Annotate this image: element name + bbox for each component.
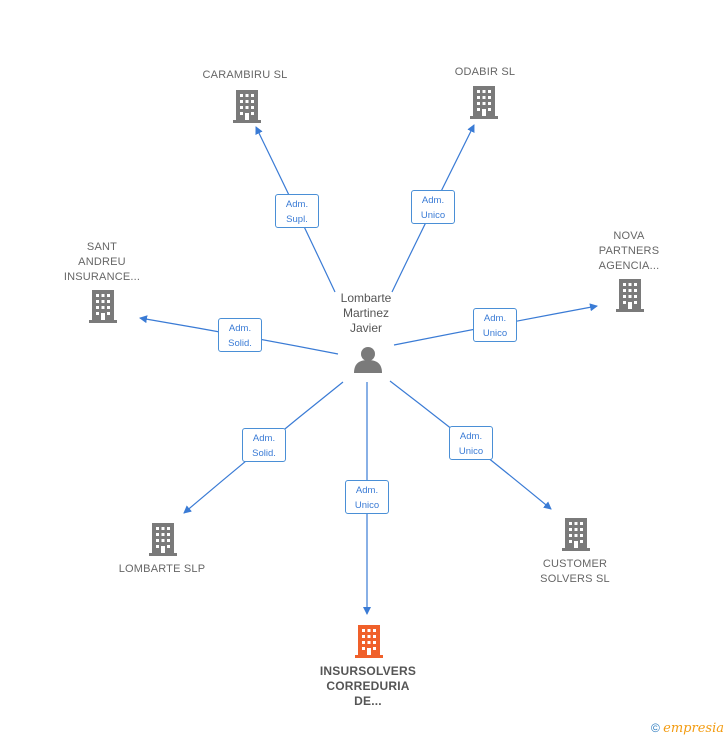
building-icon[interactable] xyxy=(562,518,590,551)
company-label-odabir[interactable]: ODABIR SL xyxy=(410,65,560,80)
brand-logo: empresia xyxy=(663,721,724,736)
relation-badge-sant-andreu[interactable]: Adm. Solid. xyxy=(218,318,262,352)
company-label-line: CARAMBIRU SL xyxy=(202,69,288,81)
company-label-nova[interactable]: NOVA PARTNERS AGENCIA... xyxy=(575,229,683,274)
relation-badge-line: Adm. xyxy=(421,195,445,206)
relation-badge-line: Adm. xyxy=(228,323,252,334)
relation-badge-line: Adm. xyxy=(459,431,483,442)
relation-badge-line: Adm. xyxy=(285,199,309,210)
company-label-line: PARTNERS xyxy=(598,245,660,257)
person-name-line: Javier xyxy=(349,321,382,335)
company-label-lombarte-slp[interactable]: LOMBARTE SLP xyxy=(102,562,222,577)
relation-badge-line: Unico xyxy=(420,210,446,221)
building-icon[interactable] xyxy=(233,90,261,123)
relation-badge-line: Unico xyxy=(458,446,484,457)
footer-brand: © empresia xyxy=(651,721,724,736)
company-label-customer[interactable]: CUSTOMER SOLVERS SL xyxy=(513,557,637,587)
building-icon[interactable] xyxy=(616,279,644,312)
company-label-line: SANT xyxy=(86,241,118,253)
company-label-sant-andreu[interactable]: SANT ANDREU INSURANCE... xyxy=(52,240,152,285)
copyright-icon: © xyxy=(650,721,660,735)
relation-badge-nova[interactable]: Adm. Unico xyxy=(473,308,517,342)
relation-badge-lombarte-slp[interactable]: Adm. Solid. xyxy=(242,428,286,462)
company-label-line: SOLVERS SL xyxy=(540,573,610,585)
building-icon[interactable] xyxy=(89,290,117,323)
person-icon xyxy=(354,347,382,373)
relation-badge-line: Supl. xyxy=(286,214,308,225)
building-icon[interactable] xyxy=(149,523,177,556)
relation-badge-customer[interactable]: Adm. Unico xyxy=(449,426,493,460)
person-name[interactable]: Lombarte Martinez Javier xyxy=(318,291,414,336)
company-label-line: ANDREU xyxy=(78,256,126,268)
company-label-line: AGENCIA... xyxy=(598,260,660,272)
relation-badge-carambiru[interactable]: Adm. Supl. xyxy=(275,194,319,228)
company-label-line: ODABIR SL xyxy=(454,66,516,78)
company-label-line: CORREDURIA xyxy=(326,679,410,693)
company-label-line: INSURSOLVERS xyxy=(319,664,417,678)
relation-badge-line: Adm. xyxy=(252,433,276,444)
company-label-line: CUSTOMER xyxy=(542,558,608,570)
company-label-carambiru[interactable]: CARAMBIRU SL xyxy=(170,68,320,83)
relation-badge-insursolvers[interactable]: Adm. Unico xyxy=(345,480,389,514)
relation-badge-line: Adm. xyxy=(355,485,379,496)
company-label-line: NOVA xyxy=(613,230,645,242)
person-name-line: Lombarte xyxy=(340,291,392,305)
company-label-line: DE... xyxy=(354,694,382,708)
company-label-line: INSURANCE... xyxy=(63,271,141,283)
relation-badge-line: Solid. xyxy=(252,448,276,459)
relation-badge-line: Adm. xyxy=(483,313,507,324)
company-label-line: LOMBARTE SLP xyxy=(118,563,206,575)
building-icon[interactable] xyxy=(355,625,383,658)
building-icon[interactable] xyxy=(470,86,498,119)
relation-badge-line: Unico xyxy=(354,500,380,511)
person-name-line: Martinez xyxy=(342,306,389,320)
relation-badge-line: Solid. xyxy=(228,338,252,349)
relation-badge-odabir[interactable]: Adm. Unico xyxy=(411,190,455,224)
relation-badge-line: Unico xyxy=(482,328,508,339)
